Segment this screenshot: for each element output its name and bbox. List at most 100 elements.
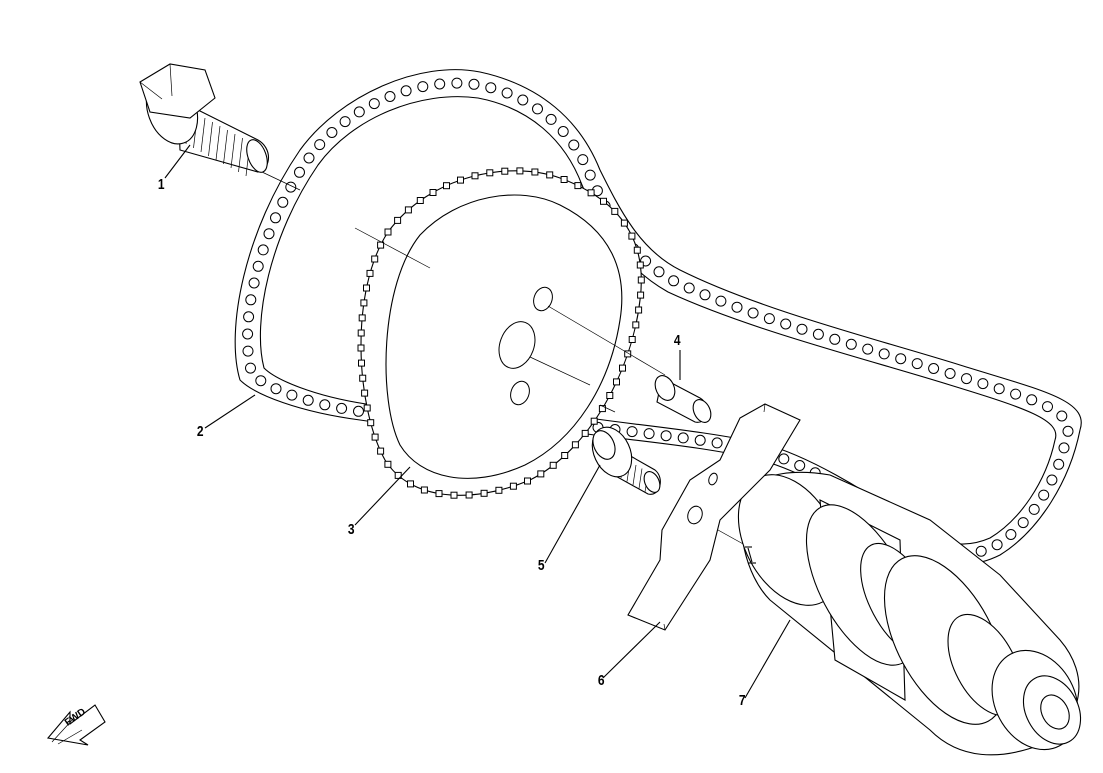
- chain-link: [368, 98, 380, 110]
- sprocket-tooth: [363, 404, 371, 412]
- sprocket-tooth: [457, 176, 464, 184]
- chain-link: [245, 362, 256, 374]
- sprocket-tooth: [636, 261, 644, 269]
- chain-link: [643, 428, 655, 440]
- sprocket-tooth: [443, 182, 450, 190]
- chain-link: [501, 87, 513, 99]
- leader-lines: [164, 144, 791, 699]
- sprocket-tooth: [633, 246, 641, 254]
- callout-7: 7: [738, 692, 746, 709]
- chain-link: [794, 460, 806, 471]
- chain-link: [829, 333, 841, 345]
- chain-link: [1046, 474, 1058, 486]
- sprocket-tooth: [358, 314, 366, 322]
- sprocket-tooth: [358, 359, 365, 367]
- chain-link: [668, 275, 680, 287]
- sprocket-tooth: [620, 219, 628, 227]
- chain-link: [319, 399, 331, 411]
- sprocket-tooth: [611, 207, 619, 215]
- callout-2: 2: [196, 423, 204, 440]
- sprocket-tooth: [619, 364, 626, 372]
- sprocket-tooth: [465, 491, 473, 499]
- callout-5: 5: [537, 557, 545, 574]
- sprocket-tooth: [574, 182, 582, 190]
- chain-link: [270, 212, 281, 224]
- chain-link: [557, 126, 569, 137]
- chain-link: [303, 152, 315, 164]
- stud-thread: [632, 464, 637, 486]
- chain-link: [485, 82, 497, 94]
- sprocket-tooth: [429, 189, 437, 196]
- sprocket-tooth: [516, 167, 524, 175]
- stud-thread: [638, 468, 643, 489]
- sprocket-hole-top: [533, 286, 553, 312]
- chain-link: [1010, 388, 1022, 400]
- chain-link: [677, 432, 689, 444]
- sprocket-tooth: [359, 374, 367, 382]
- sprocket-center-hole: [498, 321, 536, 369]
- chain-link: [257, 244, 269, 256]
- sprocket-tooth: [377, 241, 385, 249]
- chain-link: [532, 103, 543, 115]
- chain-link: [1028, 503, 1040, 515]
- sprocket-tooth: [394, 216, 402, 224]
- sprocket-tooth: [480, 489, 488, 497]
- pin-center-line: [547, 305, 666, 376]
- chain-link: [517, 94, 529, 106]
- chain-link: [780, 318, 792, 330]
- chain-link: [248, 277, 260, 289]
- chain-link: [845, 338, 857, 350]
- chain-link: [895, 353, 907, 365]
- chain-link: [584, 169, 596, 181]
- chain-link: [763, 313, 775, 325]
- sprocket-tooth: [363, 284, 370, 292]
- sprocket-tooth: [561, 452, 569, 459]
- sprocket-tooth: [613, 378, 620, 386]
- sprocket-tooth: [606, 392, 614, 399]
- chain-link: [417, 81, 429, 93]
- sprocket-tooth: [571, 441, 579, 449]
- chain-link: [699, 289, 711, 301]
- chain-link: [277, 196, 289, 208]
- chain-link: [245, 294, 257, 306]
- chain-link: [1017, 517, 1029, 529]
- sprocket-tooth: [371, 433, 379, 441]
- bolt-thread: [208, 121, 213, 157]
- chain-link: [683, 282, 695, 294]
- bolt-thread: [223, 129, 228, 165]
- sprocket-tooth: [637, 291, 645, 299]
- chain-link: [1026, 394, 1038, 406]
- sprocket-tooth: [537, 470, 545, 478]
- chain-link: [468, 78, 480, 90]
- sprocket-tooth: [549, 461, 557, 469]
- chain-link: [339, 116, 351, 128]
- sprocket-tooth: [546, 171, 554, 179]
- chain-link: [263, 228, 275, 240]
- sprocket-tooth: [471, 172, 479, 180]
- chain-link: [255, 375, 267, 387]
- chain-link: [1062, 425, 1074, 437]
- bolt-thread: [215, 125, 221, 161]
- lock-plate: [627, 403, 801, 631]
- cam-sprocket: [357, 167, 645, 499]
- sprocket-tooth: [384, 228, 392, 236]
- sprocket-tooth: [598, 405, 606, 413]
- camshaft: [737, 471, 1082, 756]
- bolt-thread: [230, 133, 236, 169]
- chain-link: [1053, 458, 1065, 470]
- sprocket-tooth: [384, 460, 392, 468]
- stud-bolt: [591, 426, 661, 495]
- sprocket-tooth: [531, 168, 539, 176]
- bolt-thread: [200, 117, 206, 153]
- bolt-center-line: [261, 171, 301, 191]
- chain-link: [1038, 489, 1050, 501]
- sprocket-hole-bottom: [510, 380, 530, 406]
- fwd-direction-arrow: [46, 704, 106, 746]
- chain-link: [778, 453, 790, 465]
- chain-link: [400, 85, 412, 97]
- sprocket-tooth: [501, 167, 509, 175]
- chain-link: [242, 328, 254, 340]
- sprocket-tooth: [632, 321, 640, 329]
- chain-link: [336, 402, 348, 414]
- chain-link: [928, 363, 940, 374]
